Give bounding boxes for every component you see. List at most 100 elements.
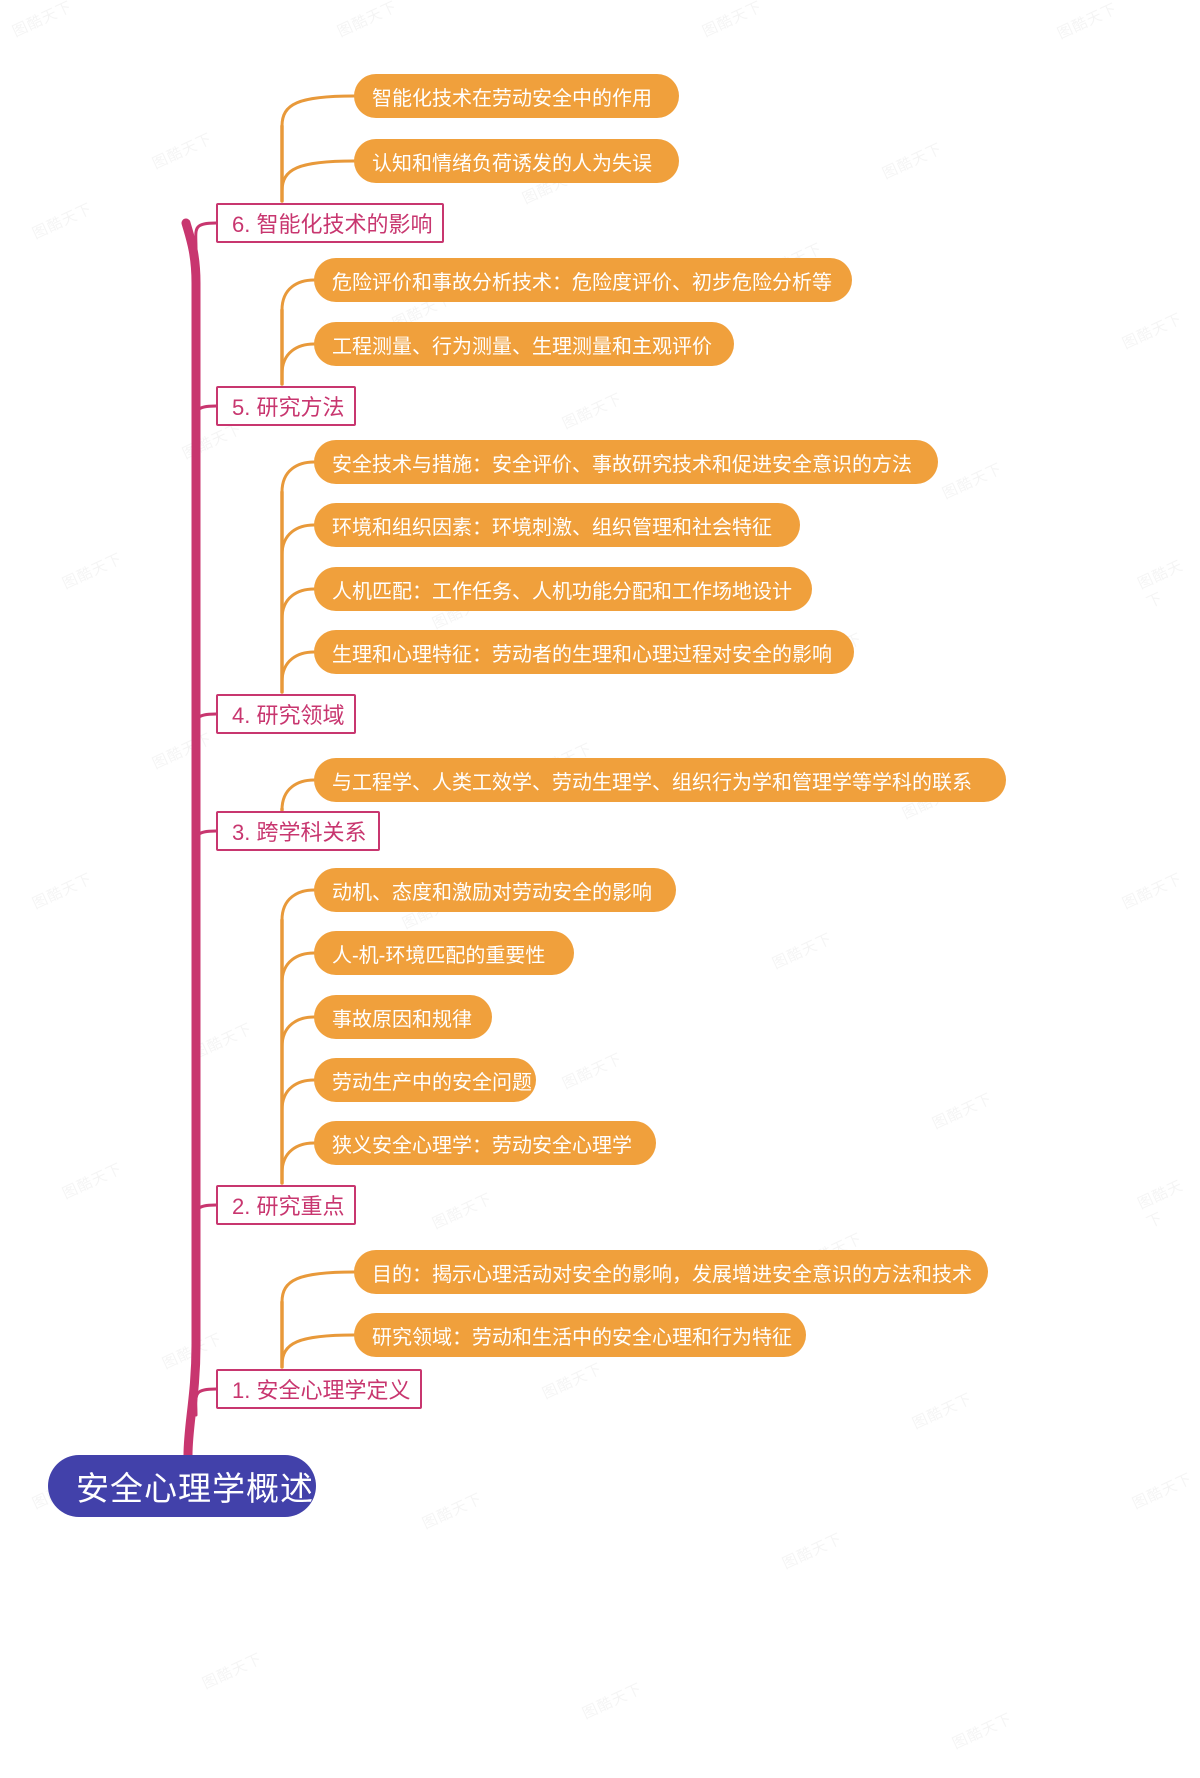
leaf-node-b6-1[interactable]: 智能化技术在劳动安全中的作用 bbox=[354, 74, 679, 118]
leaf-node-b4-1-label: 安全技术与措施：安全评价、事故研究技术和促进安全意识的方法 bbox=[332, 453, 912, 476]
watermark: 图酷天下 bbox=[1134, 549, 1200, 612]
edge bbox=[280, 1333, 356, 1367]
branch-node-b6-label: 6. 智能化技术的影响 bbox=[232, 212, 433, 237]
branch-node-b3-label: 3. 跨学科关系 bbox=[232, 820, 367, 845]
leaf-node-b6-1-label: 智能化技术在劳动安全中的作用 bbox=[372, 87, 652, 110]
edge bbox=[280, 159, 356, 193]
root-node-label: 安全心理学概述 bbox=[76, 1470, 314, 1507]
watermark: 图酷天下 bbox=[149, 127, 216, 173]
watermark: 图酷天下 bbox=[879, 137, 946, 183]
leaf-node-b1-1[interactable]: 目的：揭示心理活动对安全的影响，发展增进安全意识的方法和技术 bbox=[354, 1250, 988, 1294]
watermark: 图酷天下 bbox=[559, 1047, 626, 1093]
edge bbox=[280, 278, 316, 312]
leaf-node-b2-3-label: 事故原因和规律 bbox=[332, 1008, 472, 1031]
watermark: 图酷天下 bbox=[189, 1017, 256, 1063]
leaf-node-b4-2-label: 环境和组织因素：环境刺激、组织管理和社会特征 bbox=[332, 516, 772, 539]
edge bbox=[194, 712, 218, 742]
watermark: 图酷天下 bbox=[939, 457, 1006, 503]
leaf-node-b2-1[interactable]: 动机、态度和激励对劳动安全的影响 bbox=[314, 868, 676, 912]
watermark: 图酷天下 bbox=[909, 1387, 976, 1433]
edge bbox=[280, 951, 316, 985]
edge bbox=[280, 778, 316, 812]
branch-node-b2[interactable]: 2. 研究重点 bbox=[216, 1185, 356, 1225]
leaf-node-b2-4[interactable]: 劳动生产中的安全问题 bbox=[314, 1058, 536, 1102]
watermark: 图酷天下 bbox=[429, 1187, 496, 1233]
branch-node-b5[interactable]: 5. 研究方法 bbox=[216, 386, 356, 426]
edge bbox=[194, 829, 218, 859]
branch-node-b6[interactable]: 6. 智能化技术的影响 bbox=[216, 203, 444, 243]
edge bbox=[280, 1078, 316, 1112]
watermark: 图酷天下 bbox=[59, 1157, 126, 1203]
leaf-node-b4-2[interactable]: 环境和组织因素：环境刺激、组织管理和社会特征 bbox=[314, 503, 800, 547]
edge bbox=[280, 1015, 316, 1049]
leaf-node-b6-2-label: 认知和情绪负荷诱发的人为失误 bbox=[372, 152, 652, 175]
leaf-node-b5-1-label: 危险评价和事故分析技术：危险度评价、初步危险分析等 bbox=[332, 271, 832, 294]
leaf-node-b1-2[interactable]: 研究领域：劳动和生活中的安全心理和行为特征 bbox=[354, 1313, 806, 1357]
watermark: 图酷天下 bbox=[579, 1677, 646, 1723]
branch-node-b3[interactable]: 3. 跨学科关系 bbox=[216, 811, 380, 851]
watermark: 图酷天下 bbox=[9, 0, 76, 42]
leaf-node-b3-1-label: 与工程学、人类工效学、劳动生理学、组织行为学和管理学等学科的联系 bbox=[332, 771, 972, 794]
leaf-node-b2-3[interactable]: 事故原因和规律 bbox=[314, 995, 492, 1039]
edge bbox=[280, 342, 316, 376]
watermark: 图酷天下 bbox=[779, 1527, 846, 1573]
watermark: 图酷天下 bbox=[29, 197, 96, 243]
watermark: 图酷天下 bbox=[1054, 0, 1121, 44]
branch-node-b1-label: 1. 安全心理学定义 bbox=[232, 1378, 411, 1403]
watermark: 图酷天下 bbox=[159, 1327, 226, 1373]
watermark: 图酷天下 bbox=[149, 727, 216, 773]
edge bbox=[280, 650, 316, 684]
leaf-node-b1-1-label: 目的：揭示心理活动对安全的影响，发展增进安全意识的方法和技术 bbox=[372, 1263, 972, 1286]
edge bbox=[280, 587, 316, 621]
watermark: 图酷天下 bbox=[949, 1707, 1016, 1753]
watermark: 图酷天下 bbox=[1119, 307, 1186, 353]
watermark: 图酷天下 bbox=[199, 1647, 266, 1693]
leaf-node-b4-3[interactable]: 人机匹配：工作任务、人机功能分配和工作场地设计 bbox=[314, 567, 812, 611]
leaf-node-b2-2[interactable]: 人-机-环境匹配的重要性 bbox=[314, 931, 574, 975]
leaf-node-b2-4-label: 劳动生产中的安全问题 bbox=[332, 1071, 532, 1094]
edge bbox=[280, 1141, 316, 1175]
leaf-node-b6-2[interactable]: 认知和情绪负荷诱发的人为失误 bbox=[354, 139, 679, 183]
branch-node-b5-label: 5. 研究方法 bbox=[232, 395, 345, 420]
watermark: 图酷天下 bbox=[59, 547, 126, 593]
watermark: 图酷天下 bbox=[1119, 867, 1186, 913]
edge bbox=[194, 1387, 218, 1417]
watermark: 图酷天下 bbox=[1129, 1467, 1196, 1513]
edge bbox=[181, 218, 201, 1460]
branch-node-b1[interactable]: 1. 安全心理学定义 bbox=[216, 1369, 422, 1409]
branch-node-b4-label: 4. 研究领域 bbox=[232, 703, 345, 728]
edge bbox=[280, 523, 316, 557]
watermark: 图酷天下 bbox=[29, 867, 96, 913]
watermark: 图酷天下 bbox=[559, 387, 626, 433]
edge bbox=[194, 1203, 218, 1233]
watermark: 图酷天下 bbox=[419, 1487, 486, 1533]
edge bbox=[194, 221, 218, 251]
watermark: 图酷天下 bbox=[769, 927, 836, 973]
watermark: 图酷天下 bbox=[1134, 1169, 1200, 1232]
leaf-node-b5-1[interactable]: 危险评价和事故分析技术：危险度评价、初步危险分析等 bbox=[314, 258, 852, 302]
leaf-node-b4-4[interactable]: 生理和心理特征：劳动者的生理和心理过程对安全的影响 bbox=[314, 630, 854, 674]
leaf-node-b2-2-label: 人-机-环境匹配的重要性 bbox=[332, 944, 546, 967]
leaf-node-b5-2[interactable]: 工程测量、行为测量、生理测量和主观评价 bbox=[314, 322, 734, 366]
root-node[interactable]: 安全心理学概述 bbox=[48, 1455, 316, 1517]
watermark: 图酷天下 bbox=[334, 0, 401, 42]
leaf-node-b3-1[interactable]: 与工程学、人类工效学、劳动生理学、组织行为学和管理学等学科的联系 bbox=[314, 758, 1006, 802]
edge bbox=[280, 1270, 356, 1304]
branch-node-b4[interactable]: 4. 研究领域 bbox=[216, 694, 356, 734]
edge bbox=[280, 94, 356, 128]
watermark: 图酷天下 bbox=[539, 1357, 606, 1403]
edge bbox=[280, 460, 316, 494]
leaf-node-b4-4-label: 生理和心理特征：劳动者的生理和心理过程对安全的影响 bbox=[332, 643, 832, 666]
leaf-node-b4-3-label: 人机匹配：工作任务、人机功能分配和工作场地设计 bbox=[332, 580, 792, 603]
leaf-node-b4-1[interactable]: 安全技术与措施：安全评价、事故研究技术和促进安全意识的方法 bbox=[314, 440, 938, 484]
watermark: 图酷天下 bbox=[699, 0, 766, 42]
edge bbox=[280, 888, 316, 922]
watermark: 图酷天下 bbox=[929, 1087, 996, 1133]
leaf-node-b2-5[interactable]: 狭义安全心理学：劳动安全心理学 bbox=[314, 1121, 656, 1165]
leaf-node-b1-2-label: 研究领域：劳动和生活中的安全心理和行为特征 bbox=[372, 1326, 792, 1349]
edge bbox=[194, 404, 218, 434]
leaf-node-b5-2-label: 工程测量、行为测量、生理测量和主观评价 bbox=[332, 335, 712, 358]
leaf-node-b2-5-label: 狭义安全心理学：劳动安全心理学 bbox=[332, 1134, 632, 1157]
leaf-node-b2-1-label: 动机、态度和激励对劳动安全的影响 bbox=[332, 881, 652, 904]
